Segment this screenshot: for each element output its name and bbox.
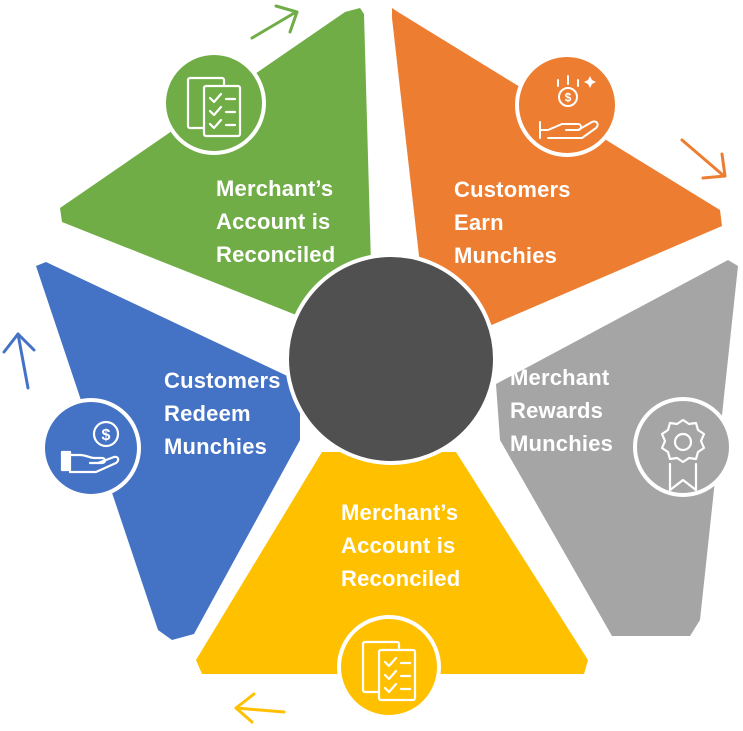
arrow-right-top	[680, 138, 727, 180]
segment-green-label: Merchant’s Account is Reconciled	[216, 176, 340, 267]
arrow-left	[2, 332, 36, 390]
segment-blue-label: Customers Redeem Munchies	[164, 368, 287, 459]
segment-yellow	[196, 452, 588, 674]
svg-text:$: $	[102, 427, 111, 444]
earn-coin-hand-icon: $	[515, 53, 619, 157]
award-badge-icon	[633, 397, 733, 497]
segment-orange	[392, 8, 722, 330]
coin-hand-icon: $	[41, 398, 141, 498]
segment-gray	[496, 260, 738, 636]
segment-blue	[36, 262, 300, 640]
checklist-icon	[162, 51, 266, 155]
svg-text:$: $	[565, 91, 572, 105]
segment-yellow-label: Merchant’s Account is Reconciled	[341, 500, 465, 591]
checklist-icon	[337, 615, 441, 719]
arrow-right-bottom	[650, 558, 690, 612]
arrow-top	[250, 4, 299, 40]
center-hub	[285, 253, 497, 465]
segment-orange-label: Customers Earn Munchies	[454, 177, 577, 268]
segment-green	[60, 8, 372, 330]
segment-gray-label: Merchant Rewards Munchies	[510, 365, 616, 456]
arrow-bottom	[234, 692, 286, 724]
